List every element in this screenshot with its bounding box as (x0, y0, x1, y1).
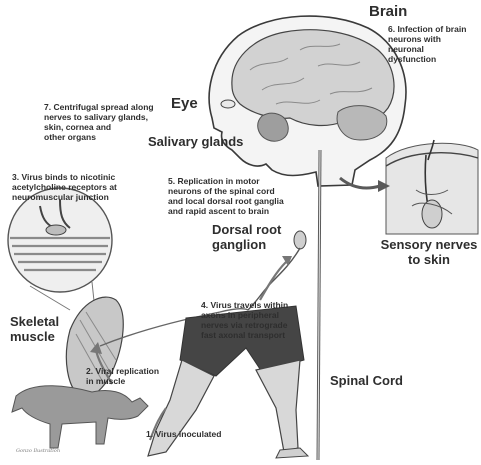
label-skeletal-muscle: Skeletal muscle (10, 314, 59, 344)
label-dorsal-root-ganglion: Dorsal root ganglion (212, 222, 281, 252)
nmj-bouton (46, 225, 66, 235)
label-salivary-glands: Salivary glands (148, 134, 243, 149)
step-6-label: 6. Infection of brain neurons with neuro… (388, 24, 466, 64)
cerebellum-shape (337, 106, 387, 140)
label-brain: Brain (369, 3, 407, 20)
step-4-label: 4. Virus travels within axons in periphe… (201, 300, 288, 340)
step-7-label: 7. Centrifugal spread along nerves to sa… (44, 102, 154, 142)
step-2-label: 2. Viral replication in muscle (86, 366, 159, 386)
dorsal-root-ganglion-shape (294, 231, 306, 249)
label-spinal-cord: Spinal Cord (330, 373, 403, 388)
dog-shape (12, 386, 148, 448)
salivary-gland-shape (258, 113, 288, 141)
step-5-label: 5. Replication in motor neurons of the s… (168, 176, 284, 216)
eye-shape (221, 100, 235, 108)
step-3-label: 3. Virus binds to nicotinic acetylcholin… (12, 172, 117, 202)
label-sensory-nerves: Sensory nerves to skin (377, 237, 481, 267)
step-1-label: 1. Virus inoculated (146, 429, 221, 439)
illustrator-credit: Gonzo Ilustration (16, 448, 60, 454)
right-foot (276, 448, 308, 458)
label-eye: Eye (171, 95, 198, 112)
right-leg (256, 360, 300, 452)
